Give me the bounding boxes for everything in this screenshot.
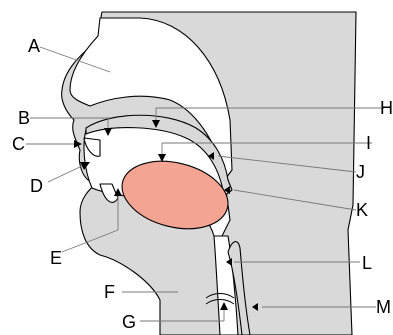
label-l: L — [362, 253, 372, 273]
label-h: H — [380, 98, 393, 118]
label-m: M — [376, 297, 391, 317]
label-b: B — [18, 108, 30, 128]
label-k: K — [356, 200, 368, 220]
label-e: E — [50, 248, 62, 268]
label-g: G — [122, 312, 136, 332]
label-j: J — [356, 162, 365, 182]
label-i: I — [366, 133, 371, 153]
label-a: A — [28, 36, 40, 56]
label-c: C — [12, 134, 25, 154]
label-f: F — [104, 282, 115, 302]
label-d: D — [30, 176, 43, 196]
